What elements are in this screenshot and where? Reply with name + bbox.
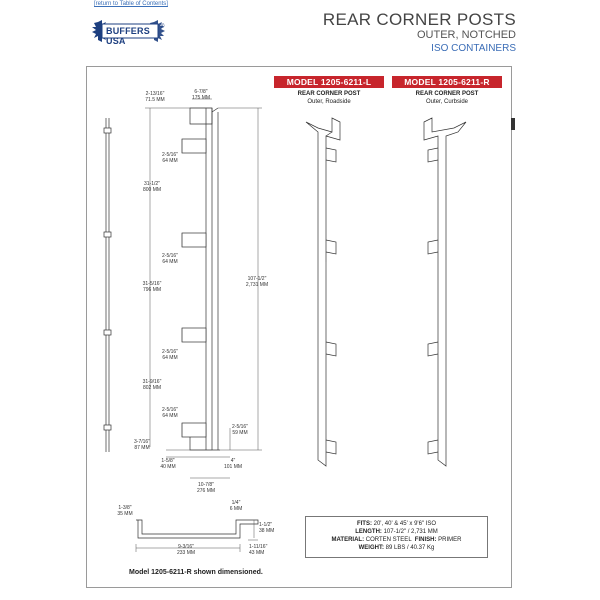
dim-notch3: 2-5/16" (162, 349, 178, 355)
model-caption-right: REAR CORNER POST Outer, Curbside (392, 90, 502, 106)
sec-flange-left-mm: 35 MM (117, 511, 132, 517)
dim-bottom-right: 2-5/16" (232, 424, 248, 430)
page-title: REAR CORNER POSTS (322, 10, 516, 29)
dim-overall-length-mm: 2,731 MM (246, 282, 268, 288)
model-label-left: MODEL 1205-6211-L (274, 76, 384, 88)
model-name-left: REAR CORNER POST (297, 91, 361, 97)
spec-weight: WEIGHT: 89 LBS / 40.37 Kg (358, 545, 435, 551)
sec-flange-right-mm: 43 MM (249, 550, 264, 556)
dim-bottom-right-mm: 59 MM (232, 430, 247, 436)
section-dimension-lines (135, 520, 258, 552)
dim-foot-right-mm: 101 MM (224, 464, 242, 470)
sec-web-width-mm: 233 MM (177, 550, 195, 556)
dim-span3: 31-9/16" (143, 379, 162, 385)
cross-section (136, 519, 259, 539)
front-view-dimensions: 6-7/8" 175 MM 2-13/16" 71.5 MM 2-5/16" 6… (134, 89, 268, 494)
spec-box: FITS: 20', 40' & 45' x 9'6" ISO LENGTH: … (305, 516, 488, 558)
dim-top-width: 6-7/8" (194, 89, 207, 95)
dim-span1: 31-1/2" (144, 181, 160, 187)
perspective-post-right (423, 117, 467, 467)
dimension-note: Model 1205-6211-R shown dimensioned. (129, 569, 263, 576)
dim-foot-left: 1-5/8" (161, 458, 174, 464)
sec-thickness-mm: 6 MM (230, 506, 243, 512)
side-profile (103, 118, 112, 452)
sheet-edge-tab (511, 118, 515, 130)
dim-top-width-mm: 175 MM (192, 95, 210, 101)
dim-overall-length: 107-1/2" (248, 276, 267, 282)
dim-span2: 31-5/16" (143, 281, 162, 287)
drawing-sheet (86, 66, 512, 588)
dimension-lines (145, 98, 262, 479)
logo-text: BUFFERS USA (106, 26, 150, 46)
spec-material: MATERIAL: CORTEN STEEL FINISH: PRIMER (331, 537, 462, 543)
dim-foot-right: 4" (231, 458, 236, 464)
table-of-contents-link[interactable]: [return to Table of Contents] (94, 1, 168, 7)
dim-foot-total: 10-7/8" (198, 482, 214, 488)
dim-notch2: 2-5/16" (162, 253, 178, 259)
model-side-left: Outer, Roadside (307, 99, 351, 105)
dim-span1-mm: 800 MM (143, 187, 161, 193)
sec-thickness: 1/4" (232, 500, 241, 506)
dim-bottom-left-mm: 87 MM (134, 445, 149, 451)
model-caption-left: REAR CORNER POST Outer, Roadside (274, 90, 384, 106)
dim-span3-mm: 802 MM (143, 385, 161, 391)
dim-top-offset-mm: 71.5 MM (145, 97, 164, 103)
sec-web-width: 9-3/16" (178, 544, 194, 550)
buffers-usa-logo: BUFFERS USA ® (92, 18, 170, 48)
sec-flange-left: 1-3/8" (118, 505, 131, 511)
dim-notch4-mm: 64 MM (162, 413, 177, 419)
gear-logo-icon (92, 20, 165, 42)
section-dimensions: 1-3/8" 35 MM 1/4" 6 MM 1-1/2" 38 MM 9-3/… (117, 500, 274, 556)
dim-foot-total-mm: 276 MM (197, 488, 215, 494)
sec-depth-mm: 38 MM (259, 528, 274, 534)
sec-flange-right: 1-11/16" (249, 544, 268, 550)
front-view (181, 107, 220, 451)
registered-mark: ® (160, 24, 165, 30)
dim-notch4: 2-5/16" (162, 407, 178, 413)
dim-bottom-left: 3-7/16" (134, 439, 150, 445)
dim-foot-left-mm: 40 MM (160, 464, 175, 470)
dim-notch1: 2-5/16" (162, 152, 178, 158)
page-subtitle: OUTER, NOTCHED (417, 29, 516, 41)
dim-span2-mm: 796 MM (143, 287, 161, 293)
model-side-right: Outer, Curbside (425, 99, 469, 105)
dim-notch3-mm: 64 MM (162, 355, 177, 361)
dim-notch2-mm: 64 MM (162, 259, 177, 265)
spec-fits: FITS: 20', 40' & 45' x 9'6" ISO (356, 521, 437, 527)
model-name-right: REAR CORNER POST (415, 91, 479, 97)
model-label-right: MODEL 1205-6211-R (392, 76, 502, 88)
dim-top-offset: 2-13/16" (146, 91, 165, 97)
perspective-post-left (305, 117, 341, 467)
sec-depth: 1-1/2" (259, 522, 272, 528)
spec-length: LENGTH: 107-1/2" / 2,731 MM (355, 529, 438, 535)
dim-notch1-mm: 64 MM (162, 158, 177, 164)
page-category: ISO CONTAINERS (431, 43, 516, 54)
